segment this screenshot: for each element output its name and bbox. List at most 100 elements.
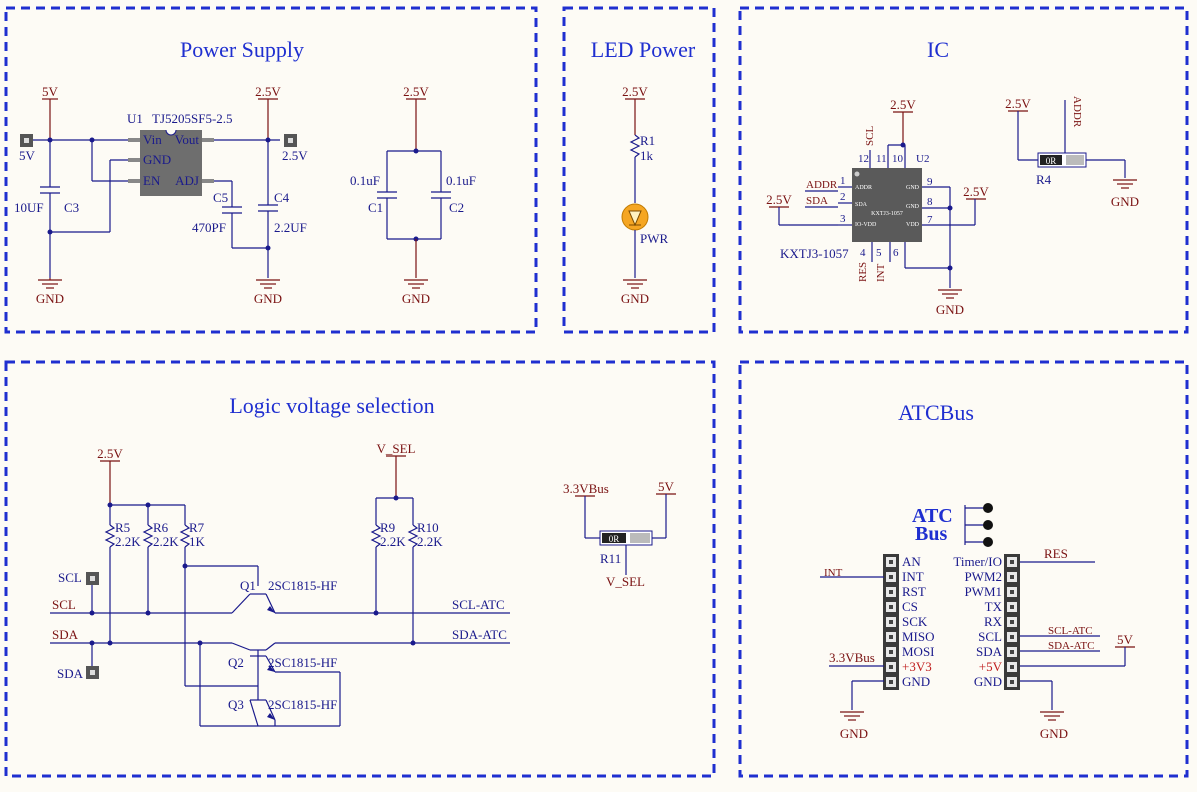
gnd-symbol: [256, 279, 280, 289]
u1-part: TJ5205SF5-2.5: [152, 111, 233, 126]
header-pin-hole: [1010, 650, 1014, 654]
gnd-symbol: [1040, 711, 1064, 721]
header-pin-label: AN: [902, 554, 921, 569]
svg-text:GND: GND: [906, 204, 920, 210]
svg-text:0.1uF: 0.1uF: [446, 173, 476, 188]
svg-text:2SC1815-HF: 2SC1815-HF: [268, 697, 337, 712]
atcbus-title: ATCBus: [898, 400, 974, 425]
q3-transistor: [185, 671, 341, 727]
svg-text:9: 9: [927, 176, 933, 188]
svg-text:R11: R11: [600, 551, 621, 566]
u1-regulator: [140, 130, 202, 196]
svg-text:5V: 5V: [1117, 632, 1134, 647]
r10-resistor: [407, 524, 419, 548]
svg-text:V_SEL: V_SEL: [606, 574, 645, 589]
svg-text:2.2K: 2.2K: [417, 534, 443, 549]
svg-text:SCL-ATC: SCL-ATC: [452, 597, 505, 612]
svg-text:SDA: SDA: [806, 195, 828, 207]
svg-text:SDA: SDA: [52, 627, 79, 642]
header-pin-label: PWM2: [964, 569, 1002, 584]
svg-text:8: 8: [927, 196, 933, 208]
header-pin-hole: [889, 605, 893, 609]
svg-text:Vout: Vout: [175, 132, 200, 147]
power-supply-box: [4, 6, 538, 334]
svg-text:R1: R1: [640, 133, 655, 148]
gnd-symbol: [840, 711, 864, 721]
svg-text:ADDR: ADDR: [806, 179, 838, 191]
r6-resistor: [142, 524, 154, 548]
svg-text:C5: C5: [213, 190, 228, 205]
svg-text:5: 5: [876, 247, 882, 259]
svg-text:SDA: SDA: [57, 666, 84, 681]
svg-text:0R: 0R: [1046, 156, 1057, 166]
svg-text:11: 11: [876, 153, 887, 165]
q2-transistor: [199, 642, 276, 727]
gnd-symbol: [938, 289, 962, 299]
svg-text:GND: GND: [936, 302, 964, 317]
svg-text:2.2K: 2.2K: [153, 534, 179, 549]
svg-text:SDA-ATC: SDA-ATC: [1048, 640, 1094, 652]
svg-text:3.3VBus: 3.3VBus: [829, 650, 875, 665]
atcbus-logo-atc: ATC: [912, 505, 953, 527]
u2-ref: U2: [916, 153, 929, 165]
header-pin-label: MOSI: [902, 644, 935, 659]
svg-text:GND: GND: [1040, 726, 1068, 741]
q1-transistor: [185, 565, 276, 614]
svg-text:C4: C4: [274, 190, 290, 205]
svg-text:2.5V: 2.5V: [890, 97, 916, 112]
header-pin-label: CS: [902, 599, 918, 614]
ic-title: IC: [927, 37, 949, 62]
svg-text:GND: GND: [906, 185, 920, 191]
header-pin-label: INT: [902, 569, 924, 584]
svg-text:GND: GND: [621, 291, 649, 306]
gnd-symbol: [623, 279, 647, 289]
svg-text:1k: 1k: [640, 148, 654, 163]
svg-text:SDA: SDA: [855, 202, 868, 208]
header-pin-hole: [1010, 665, 1014, 669]
svg-text:2: 2: [840, 191, 846, 203]
svg-text:R6: R6: [153, 520, 169, 535]
header-pin-hole: [1010, 590, 1014, 594]
ic-circuit: 2.5V SCL U2 KXTJ3-1057 ADDR SDA IO-VDD G…: [766, 96, 1139, 317]
svg-text:470PF: 470PF: [192, 220, 226, 235]
svg-text:IO-VDD: IO-VDD: [855, 222, 877, 228]
svg-text:ADDR: ADDR: [855, 185, 872, 191]
svg-text:INT: INT: [824, 567, 843, 579]
connector-5v-label: 5V: [19, 148, 36, 163]
header-pin-label: RX: [984, 614, 1003, 629]
svg-text:GND: GND: [143, 152, 171, 167]
svg-text:3: 3: [840, 213, 846, 225]
logic-voltage-box: [4, 360, 716, 778]
svg-text:7: 7: [927, 214, 933, 226]
header-pin-hole: [1010, 605, 1014, 609]
header-pin-hole: [1010, 620, 1014, 624]
header-pin-label: Timer/IO: [953, 554, 1002, 569]
gnd-symbol: [38, 278, 62, 289]
header-pin-hole: [889, 635, 893, 639]
u2-part: KXTJ3-1057: [780, 246, 849, 261]
svg-text:4: 4: [860, 247, 866, 259]
ic-box: [738, 6, 1189, 334]
connector-2v5-label: 2.5V: [282, 148, 308, 163]
svg-text:R7: R7: [189, 520, 205, 535]
svg-text:Vin: Vin: [143, 132, 162, 147]
svg-text:C1: C1: [368, 200, 383, 215]
svg-text:GND: GND: [840, 726, 868, 741]
svg-text:3.3VBus: 3.3VBus: [563, 481, 609, 496]
led-power-circuit: 2.5V R1 1k PWR GND: [621, 84, 669, 306]
r9-resistor: [370, 524, 382, 548]
header-pin-hole: [1010, 635, 1014, 639]
header-pin-hole: [1010, 560, 1014, 564]
svg-text:2SC1815-HF: 2SC1815-HF: [268, 655, 337, 670]
gnd-symbol: [1113, 179, 1137, 189]
svg-text:2.5V: 2.5V: [403, 84, 429, 99]
header-pin-hole: [1010, 680, 1014, 684]
header-pin-label: MISO: [902, 629, 935, 644]
svg-text:Q2: Q2: [228, 655, 244, 670]
header-pin-label: +3V3: [902, 659, 932, 674]
svg-text:10: 10: [892, 153, 904, 165]
c3-value: 10UF: [14, 200, 44, 215]
svg-text:R4: R4: [1036, 172, 1052, 187]
svg-text:SCL: SCL: [52, 597, 76, 612]
